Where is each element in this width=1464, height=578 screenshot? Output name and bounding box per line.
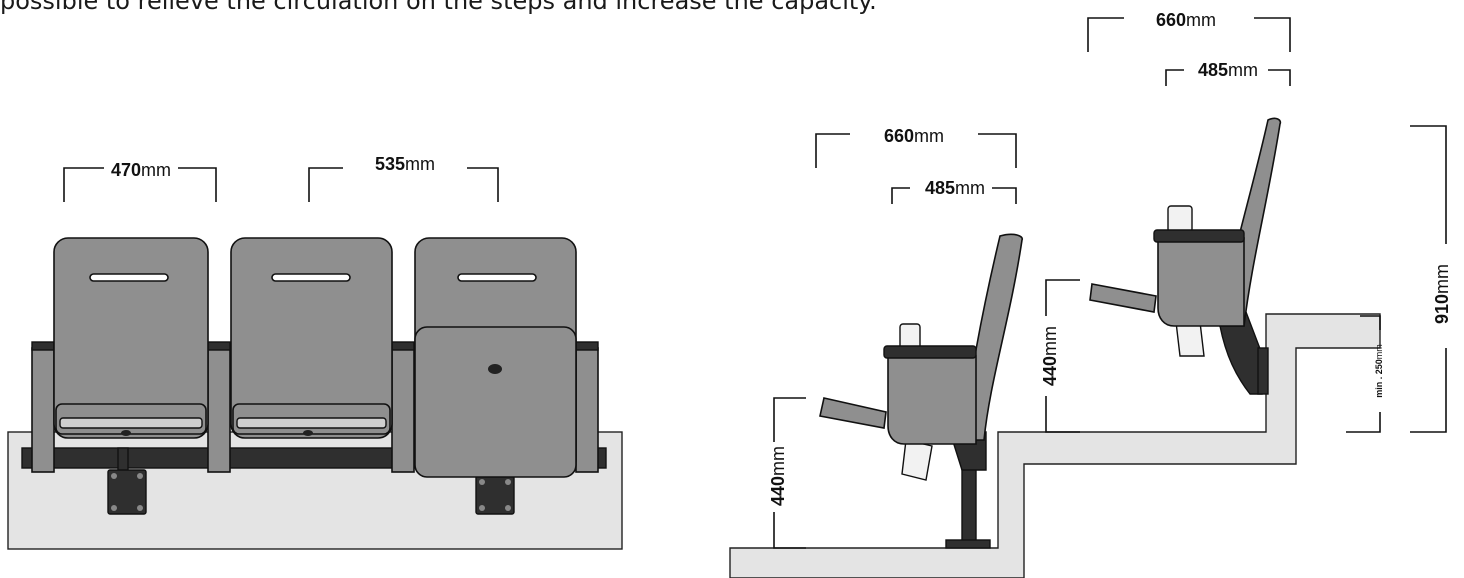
seat-leg (107, 447, 147, 515)
dimension-total-height: 910mm (1410, 125, 1452, 433)
stairs (729, 313, 1381, 578)
svg-text:660mm: 660mm (1156, 10, 1216, 30)
svg-text:min . 250mm: min . 250mm (1374, 344, 1384, 398)
chair-upper (1089, 117, 1282, 395)
side-view: 660mm 485mm 440mm 660mm 485mm 440mm (729, 10, 1452, 578)
svg-text:440mm: 440mm (1040, 326, 1060, 386)
svg-text:910mm: 910mm (1432, 264, 1452, 324)
dimension-depth-closed-upper: 485mm (1165, 60, 1291, 86)
dimension-seat-width: 470mm (63, 160, 217, 202)
seat-open (53, 237, 209, 439)
dimension-step-height: min . 250mm (1346, 315, 1384, 433)
svg-text:485mm: 485mm (1198, 60, 1258, 80)
armrest (31, 341, 55, 473)
svg-text:470mm: 470mm (111, 160, 171, 180)
svg-text:535mm: 535mm (375, 154, 435, 174)
seat-open (230, 237, 393, 439)
armrest (575, 341, 599, 473)
armrest (207, 341, 231, 473)
dimension-seat-height-lower: 440mm (768, 397, 806, 549)
intro-text: possible to relieve the circulation on t… (0, 0, 877, 15)
front-view: 470mm 535mm (7, 154, 623, 550)
dimension-center-spacing: 535mm (308, 154, 499, 202)
dimension-depth-open-lower: 660mm (815, 126, 1017, 168)
dimension-depth-open-upper: 660mm (1087, 10, 1291, 52)
dimension-depth-closed-lower: 485mm (891, 178, 1017, 204)
svg-text:660mm: 660mm (884, 126, 944, 146)
dimension-seat-height-upper: 440mm (1040, 279, 1080, 433)
seat-folded (414, 237, 577, 478)
svg-text:485mm: 485mm (925, 178, 985, 198)
armrest (391, 341, 415, 473)
svg-text:440mm: 440mm (768, 446, 788, 506)
chair-lower (819, 233, 1024, 549)
